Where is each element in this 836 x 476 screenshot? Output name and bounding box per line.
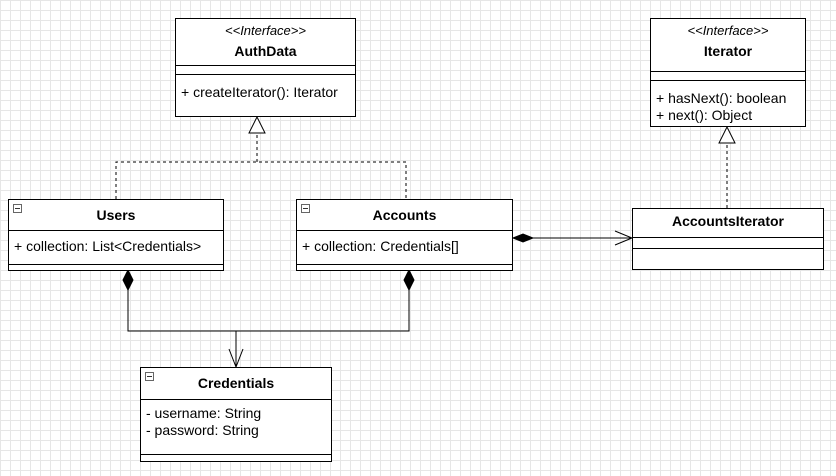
- class-iterator[interactable]: <<Interface>> Iterator + hasNext(): bool…: [650, 18, 806, 127]
- methods-compartment: [141, 454, 331, 461]
- realization-users-accounts-to-authdata: [115, 115, 407, 199]
- methods-compartment: [633, 248, 823, 269]
- methods-compartment: + createIterator(): Iterator: [176, 74, 355, 116]
- composition-users-accounts-to-credentials: [122, 268, 415, 369]
- class-header: <<Interface>> AuthData: [176, 19, 355, 65]
- collapse-icon[interactable]: [13, 204, 22, 213]
- method: + createIterator(): Iterator: [181, 84, 338, 100]
- collapse-icon[interactable]: [145, 372, 154, 381]
- class-accounts[interactable]: Accounts + collection: Credentials[]: [296, 199, 513, 271]
- class-header: Credentials: [141, 368, 331, 399]
- attribute: + collection: Credentials[]: [302, 238, 459, 254]
- class-accountsiterator[interactable]: AccountsIterator: [632, 208, 824, 270]
- attributes-compartment: + collection: Credentials[]: [297, 230, 512, 264]
- class-name: AccountsIterator: [671, 213, 785, 229]
- stereotype-label: <<Interface>>: [687, 23, 769, 38]
- attribute: - password: String: [146, 422, 259, 438]
- class-name: Iterator: [703, 43, 753, 59]
- attributes-compartment: + collection: List<Credentials>: [9, 230, 223, 264]
- collapse-icon[interactable]: [301, 204, 310, 213]
- stereotype-label: <<Interface>>: [225, 23, 306, 38]
- class-users[interactable]: Users + collection: List<Credentials>: [8, 199, 224, 271]
- methods-compartment: [9, 264, 223, 270]
- class-name: Credentials: [197, 375, 275, 391]
- method: + next(): Object: [656, 107, 753, 123]
- class-authdata[interactable]: <<Interface>> AuthData + createIterator(…: [175, 18, 356, 117]
- class-credentials[interactable]: Credentials - username: String - passwor…: [140, 367, 332, 462]
- class-header: Users: [9, 200, 223, 230]
- method: + hasNext(): boolean: [656, 90, 787, 106]
- attributes-compartment: - username: String - password: String: [141, 399, 331, 454]
- class-header: AccountsIterator: [633, 209, 823, 237]
- attribute: + collection: List<Credentials>: [14, 238, 202, 254]
- methods-compartment: [297, 264, 512, 270]
- attributes-compartment: [633, 237, 823, 248]
- class-header: <<Interface>> Iterator: [651, 19, 805, 71]
- attributes-compartment: [176, 65, 355, 74]
- realization-accountsiterator-to-iterator: [718, 125, 736, 208]
- class-name: AuthData: [234, 43, 297, 59]
- composition-accounts-to-accountsiterator: [511, 230, 634, 246]
- methods-compartment: + hasNext(): boolean + next(): Object: [651, 80, 805, 126]
- attribute: - username: String: [146, 405, 262, 421]
- class-header: Accounts: [297, 200, 512, 230]
- class-name: Accounts: [372, 207, 437, 223]
- class-name: Users: [96, 207, 136, 223]
- attributes-compartment: [651, 71, 805, 80]
